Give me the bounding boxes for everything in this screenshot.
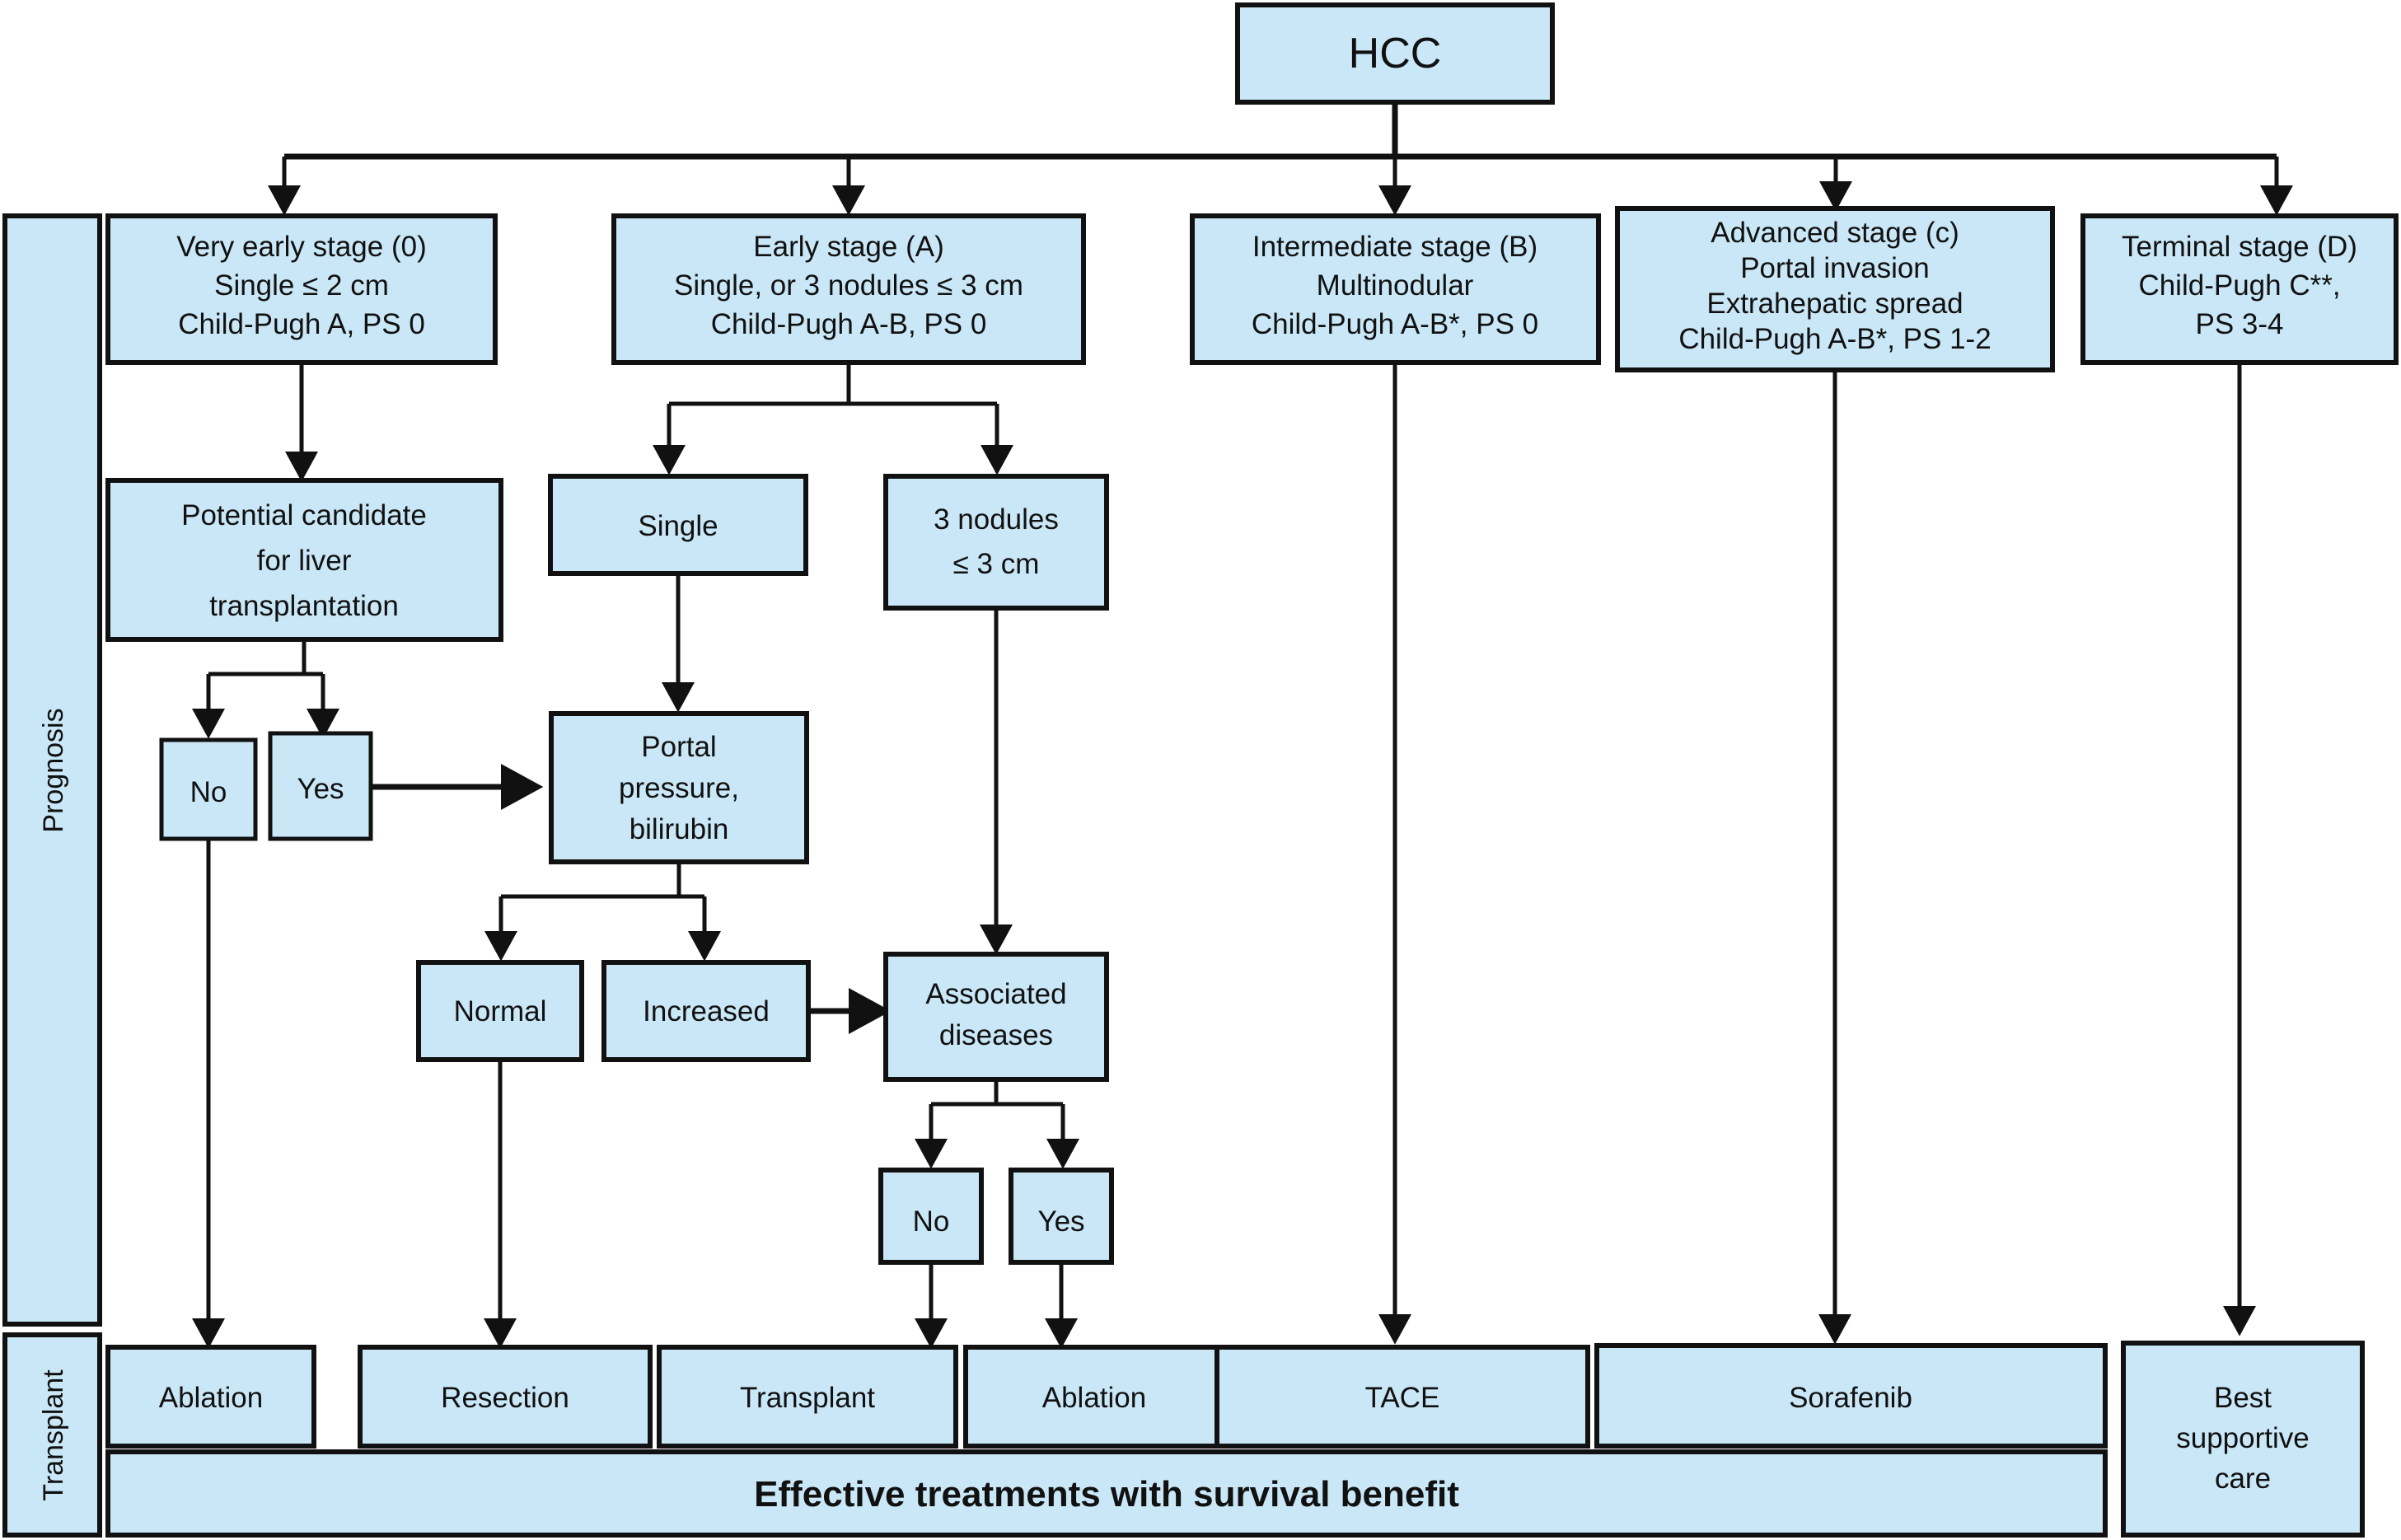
side-label-transplant: Transplant (2, 1332, 102, 1538)
decision-line: 3 nodules (934, 503, 1059, 536)
node-terminal-stage[interactable]: Terminal stage (D) Child-Pugh C**, PS 3-… (2080, 213, 2399, 365)
stage-line: Child-Pugh A, PS 0 (178, 308, 425, 340)
treatment-label: Ablation (1042, 1382, 1146, 1414)
decision-line: diseases (939, 1019, 1053, 1051)
decision-line: transplantation (209, 590, 399, 622)
decision-line: pressure, (619, 772, 739, 804)
supportive-line: care (2215, 1463, 2271, 1495)
node-early-stage[interactable]: Early stage (A) Single, or 3 nodules ≤ 3… (611, 213, 1086, 365)
decision-line: Potential candidate (181, 499, 427, 531)
treatment-label: Ablation (159, 1382, 263, 1414)
node-transplant-candidate[interactable]: Potential candidate for liver transplant… (105, 478, 503, 642)
decision-line: Yes (1037, 1205, 1084, 1238)
node-hcc[interactable]: HCC (1235, 2, 1555, 105)
decision-line: Increased (643, 995, 770, 1027)
node-hcc-label: HCC (1349, 30, 1442, 77)
edge-candidate-split (192, 639, 339, 739)
edge-portalpressure-split (484, 862, 721, 962)
decision-line: for liver (257, 545, 352, 577)
stage-line: Single, or 3 nodules ≤ 3 cm (674, 269, 1023, 302)
treatment-label: Transplant (740, 1382, 875, 1414)
side-label-transplant-text: Transplant (38, 1369, 69, 1501)
stage-line: Child-Pugh A-B, PS 0 (711, 308, 987, 340)
edge-associated-split (915, 1079, 1079, 1169)
node-treatment-resection[interactable]: Resection (358, 1345, 653, 1449)
node-associated-diseases[interactable]: Associated diseases (883, 952, 1109, 1082)
side-label-prognosis-text: Prognosis (38, 708, 69, 832)
stage-line: Very early stage (0) (176, 231, 426, 263)
edge-early-split (653, 363, 1013, 475)
decision-line: ≤ 3 cm (953, 548, 1040, 580)
banner-label: Effective treatments with survival benef… (754, 1474, 1459, 1514)
decision-line: No (190, 776, 227, 808)
node-treatment-sorafenib[interactable]: Sorafenib (1594, 1343, 2108, 1449)
node-intermediate-stage[interactable]: Intermediate stage (B) Multinodular Chil… (1190, 213, 1601, 365)
stage-line: Child-Pugh C**, (2138, 269, 2340, 302)
node-diseases-yes[interactable]: Yes (1009, 1168, 1114, 1265)
supportive-line: Best (2214, 1382, 2272, 1414)
node-treatment-ablation-2[interactable]: Ablation (963, 1345, 1225, 1449)
node-best-supportive-care[interactable]: Best supportive care (2121, 1341, 2365, 1538)
decision-line: No (913, 1205, 950, 1238)
side-label-prognosis: Prognosis (2, 213, 102, 1327)
stage-line: PS 3-4 (2196, 308, 2284, 340)
node-advanced-stage[interactable]: Advanced stage (c) Portal invasion Extra… (1615, 206, 2055, 372)
decision-line: Single (638, 510, 718, 542)
node-transplant-no[interactable]: No (159, 737, 258, 841)
decision-line: Normal (454, 995, 547, 1027)
node-very-early-stage[interactable]: Very early stage (0) Single ≤ 2 cm Child… (105, 213, 498, 365)
stage-line: Multinodular (1317, 269, 1474, 302)
decision-line: Associated (925, 978, 1066, 1010)
treatment-label: Resection (441, 1382, 569, 1414)
node-single[interactable]: Single (548, 474, 808, 576)
decision-line: Yes (297, 773, 344, 805)
treatment-label: Sorafenib (1789, 1382, 1912, 1414)
node-pressure-increased[interactable]: Increased (601, 960, 811, 1062)
node-transplant-yes[interactable]: Yes (268, 731, 373, 841)
node-treatment-ablation-1[interactable]: Ablation (105, 1345, 316, 1449)
stage-line: Terminal stage (D) (2122, 231, 2357, 263)
supportive-line: supportive (2176, 1422, 2309, 1454)
decision-line: Portal (641, 731, 716, 763)
node-treatment-tace[interactable]: TACE (1215, 1345, 1590, 1449)
stage-line: Advanced stage (c) (1711, 217, 1959, 249)
banner-effective-treatments: Effective treatments with survival benef… (105, 1449, 2108, 1538)
stage-line: Intermediate stage (B) (1252, 231, 1537, 263)
stage-line: Extrahepatic spread (1706, 288, 1963, 320)
node-three-nodules[interactable]: 3 nodules ≤ 3 cm (883, 474, 1109, 611)
stage-drop-arrows (268, 157, 2293, 216)
treatment-label: TACE (1365, 1382, 1440, 1414)
node-pressure-normal[interactable]: Normal (416, 960, 584, 1062)
node-diseases-no[interactable]: No (878, 1168, 984, 1265)
decision-line: bilirubin (630, 813, 729, 845)
node-treatment-transplant[interactable]: Transplant (657, 1345, 958, 1449)
node-portal-pressure[interactable]: Portal pressure, bilirubin (549, 711, 809, 864)
stage-line: Early stage (A) (753, 231, 943, 263)
stage-line: Single ≤ 2 cm (214, 269, 389, 302)
stage-line: Child-Pugh A-B*, PS 0 (1252, 308, 1538, 340)
root-connector-bus (284, 102, 2277, 160)
stage-line: Child-Pugh A-B*, PS 1-2 (1678, 323, 1991, 355)
stage-line: Portal invasion (1740, 252, 1930, 284)
